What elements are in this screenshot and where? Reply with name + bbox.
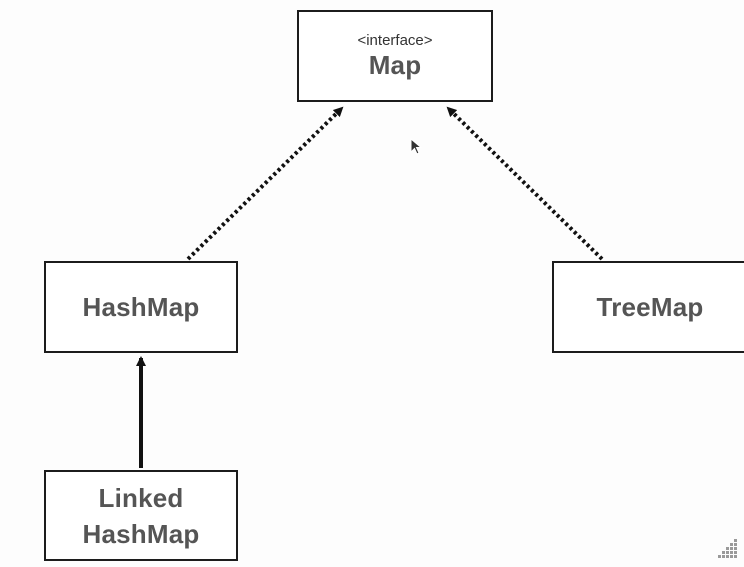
map-interface-box: <interface> Map xyxy=(297,10,493,102)
resize-grip-icon[interactable] xyxy=(714,535,740,561)
linkedhashmap-label-line-2: HashMap xyxy=(82,518,200,549)
edge-treemap-to-map xyxy=(446,106,604,261)
hashmap-label: HashMap xyxy=(82,292,200,322)
mouse-pointer-icon xyxy=(410,138,423,155)
treemap-label: TreeMap xyxy=(596,292,704,322)
treemap-class-box: TreeMap xyxy=(552,261,744,353)
map-label: Map xyxy=(368,50,422,80)
edge-hashmap-to-map xyxy=(186,106,344,261)
hashmap-class-box: HashMap xyxy=(44,261,238,353)
interface-stereotype: <interface> xyxy=(357,32,433,49)
linkedhashmap-label-line-1: Linked xyxy=(98,482,184,513)
linkedhashmap-class-box: Linked HashMap xyxy=(44,470,238,561)
